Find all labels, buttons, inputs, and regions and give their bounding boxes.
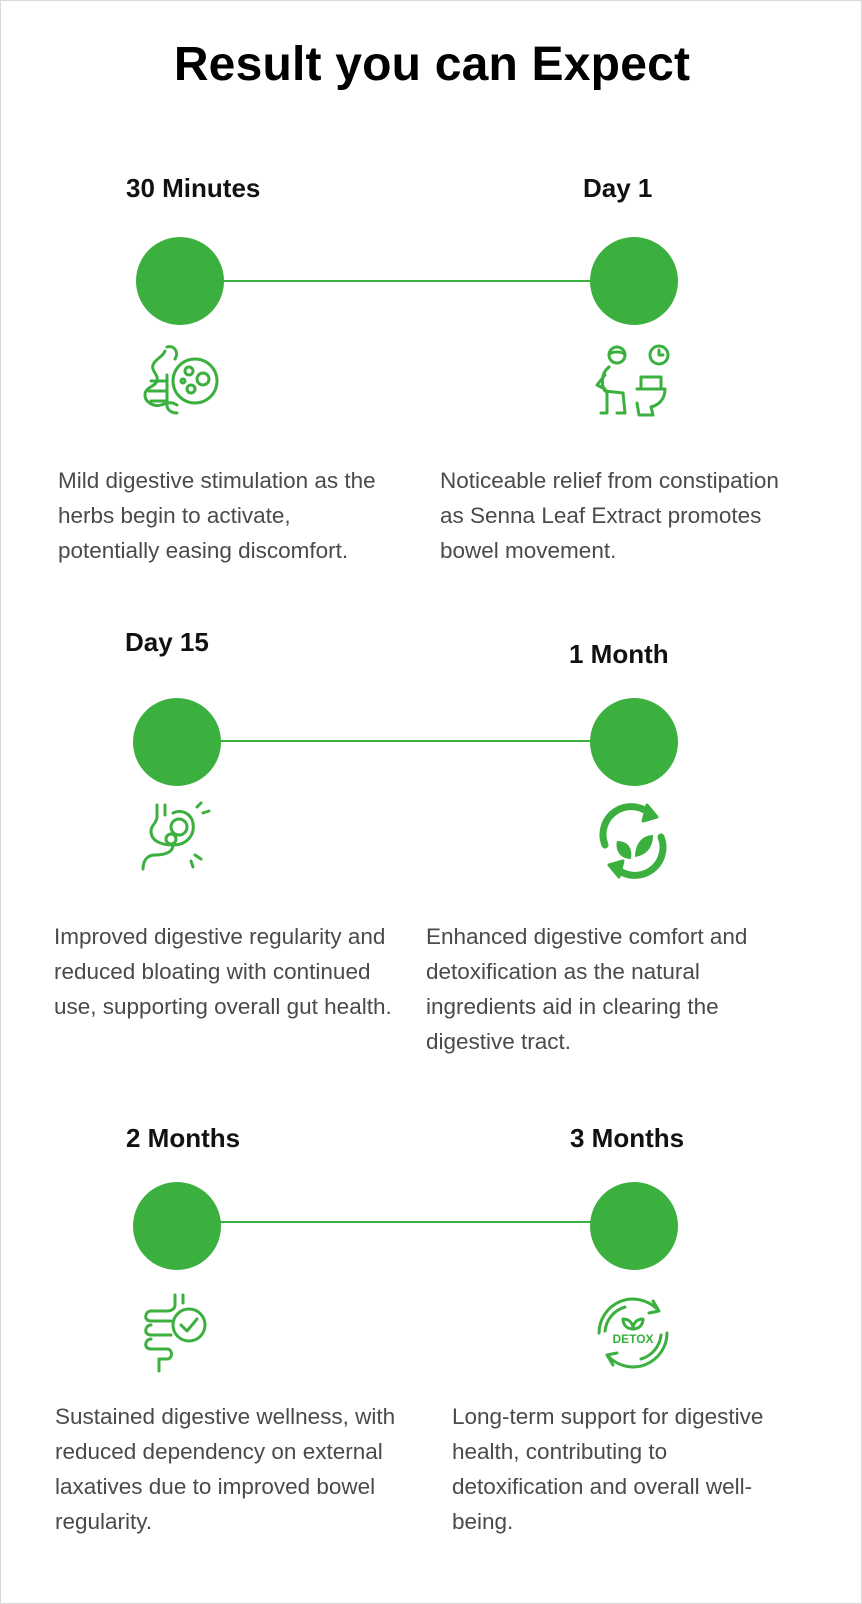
milestone-label-day-1: Day 1 bbox=[583, 173, 653, 203]
detox-cycle-icon: DETOX bbox=[591, 1291, 675, 1375]
timeline-connector bbox=[220, 740, 592, 742]
person-toilet-clock-icon bbox=[591, 341, 675, 425]
milestone-label-3-months: 3 Months bbox=[570, 1123, 685, 1153]
page-title: Result you can Expect bbox=[173, 38, 691, 91]
milestone-label-day-15: Day 15 bbox=[125, 627, 209, 657]
stomach-icon bbox=[135, 799, 219, 883]
timeline-connector bbox=[220, 1221, 592, 1223]
milestone-label-1-month: 1 Month bbox=[569, 639, 669, 669]
milestone-description-2-months: Sustained digestive wellness, with reduc… bbox=[55, 1404, 396, 1534]
milestone-description-30-minutes: Mild digestive stimulation as the herbs … bbox=[58, 468, 376, 563]
milestone-dot-2-months bbox=[133, 1182, 221, 1270]
milestone-dot-3-months bbox=[590, 1182, 678, 1270]
milestone-dot-day-15 bbox=[133, 698, 221, 786]
milestone-description-3-months: Long-term support for digestive health, … bbox=[452, 1404, 764, 1534]
milestone-dot-1-month bbox=[590, 698, 678, 786]
leaf-cycle-icon bbox=[591, 799, 675, 883]
svg-text:DETOX: DETOX bbox=[612, 1332, 653, 1346]
milestone-description-day-15: Improved digestive regularity and reduce… bbox=[54, 924, 392, 1019]
timeline-connector bbox=[223, 280, 591, 282]
digestion-stomach-icon bbox=[137, 341, 221, 425]
healthy-intestine-check-icon bbox=[135, 1291, 219, 1375]
milestone-dot-30-minutes bbox=[136, 237, 224, 325]
milestone-dot-day-1 bbox=[590, 237, 678, 325]
milestone-description-1-month: Enhanced digestive comfort and detoxific… bbox=[426, 924, 748, 1054]
milestone-description-day-1: Noticeable relief from constipation as S… bbox=[440, 468, 779, 563]
milestone-label-2-months: 2 Months bbox=[126, 1123, 241, 1153]
milestone-label-30-minutes: 30 Minutes bbox=[126, 173, 261, 203]
